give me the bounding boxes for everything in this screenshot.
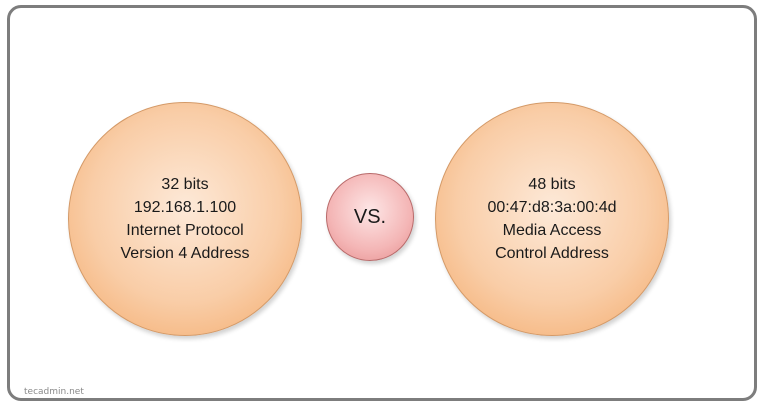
ipv4-description-line-1: Internet Protocol [126,222,244,239]
mac-address-circle: 48 bits 00:47:d8:3a:00:4d Media Access C… [435,102,669,336]
ipv4-description-line-2: Version 4 Address [120,245,250,262]
mac-description-line-1: Media Access [502,222,602,239]
mac-bits-label: 48 bits [528,176,576,193]
ipv4-address-circle: 32 bits 192.168.1.100 Internet Protocol … [68,102,302,336]
mac-description-line-2: Control Address [495,245,609,262]
vs-circle: VS. [326,173,414,261]
ipv4-example-address: 192.168.1.100 [133,199,237,216]
watermark: tecadmin.net [24,387,84,397]
vs-label: VS. [353,206,387,228]
mac-example-address: 00:47:d8:3a:00:4d [487,199,617,216]
ipv4-bits-label: 32 bits [161,176,209,193]
